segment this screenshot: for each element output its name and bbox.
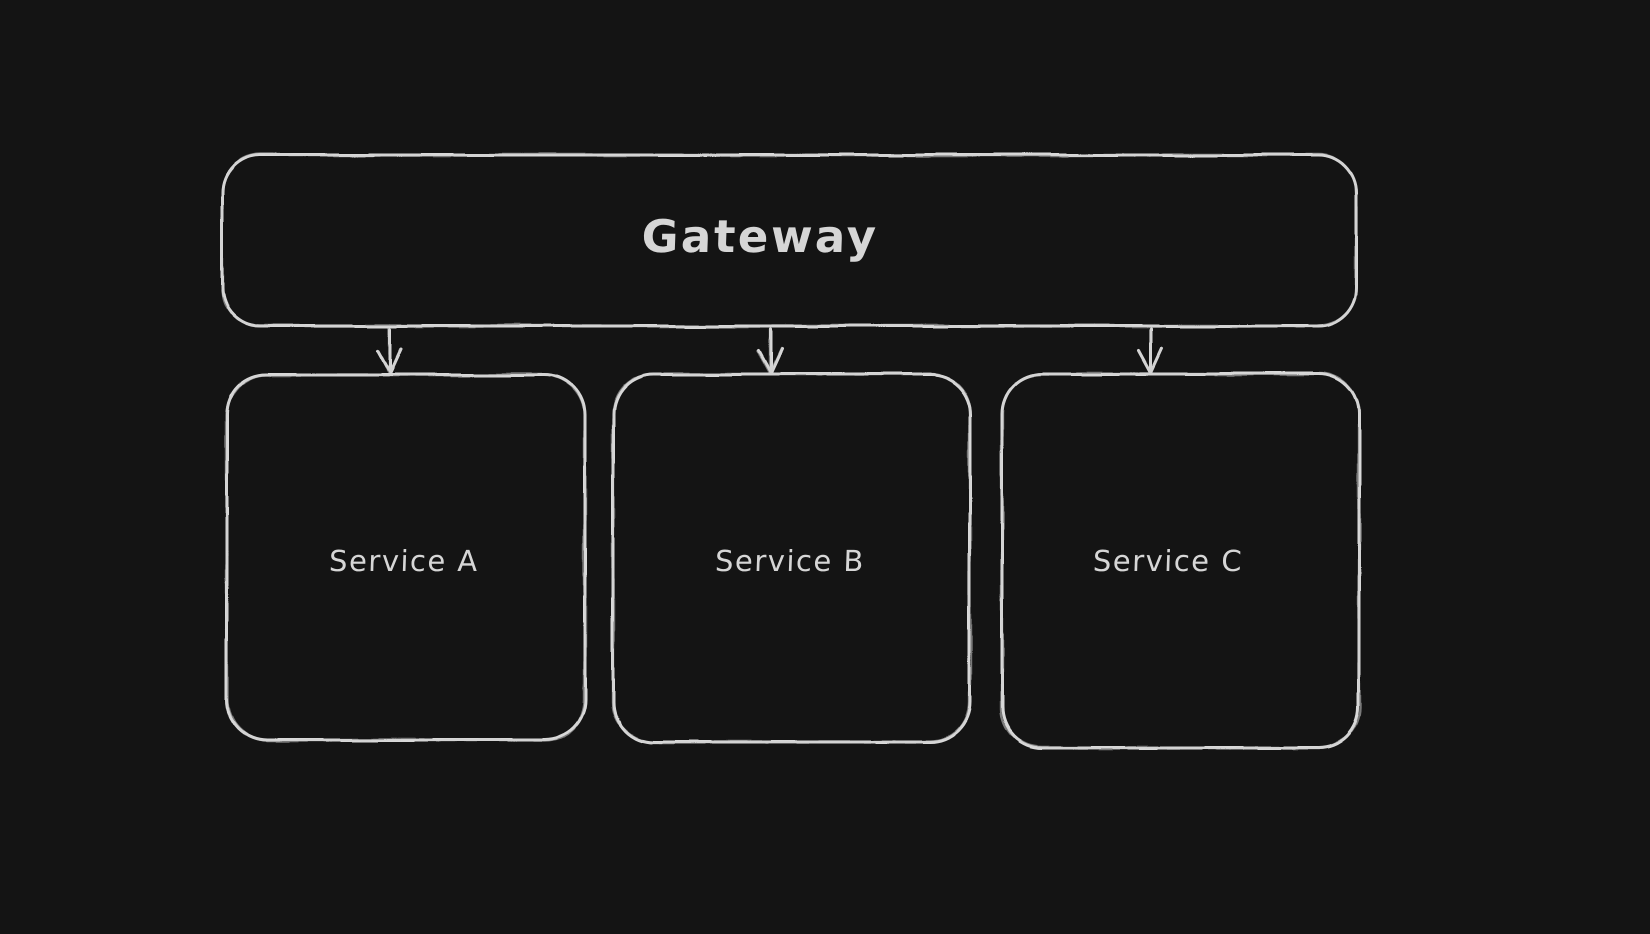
node-service-b-label: Service B (715, 544, 866, 578)
edge-gateway-to-service-a (376, 327, 403, 375)
node-service-a-label: Service A (329, 544, 480, 578)
node-service-c: Service C (1000, 372, 1361, 750)
node-service-a: Service A (225, 373, 587, 742)
node-gateway: Gateway (220, 153, 1358, 328)
edge-gateway-to-service-b (756, 327, 783, 375)
node-service-c-label: Service C (1092, 544, 1243, 578)
node-gateway-label: Gateway (641, 210, 880, 263)
edge-gateway-to-service-c (1137, 327, 1164, 375)
node-service-b: Service B (611, 372, 972, 744)
